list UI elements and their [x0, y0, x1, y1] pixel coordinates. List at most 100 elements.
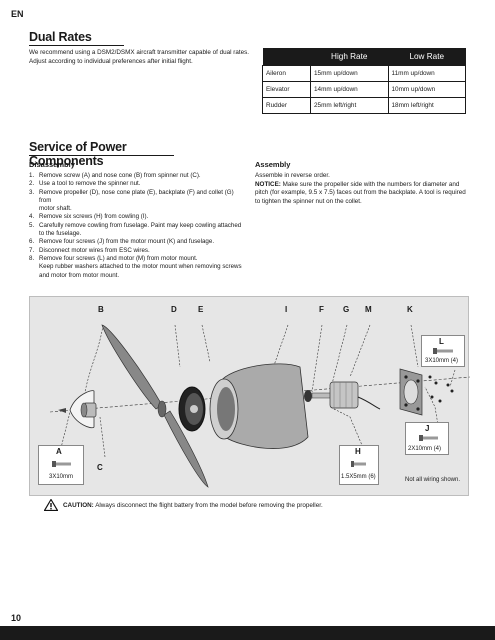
table-cell: Aileron [262, 64, 311, 82]
callout-j: J 2X10mm (4) [405, 422, 449, 455]
leader-d [174, 324, 181, 368]
table-header-row: High Rate Low Rate [262, 48, 466, 65]
callout-l-size: 3X10mm (4) [425, 358, 459, 364]
leader-l [449, 369, 456, 388]
dual-rates-heading: Dual Rates [29, 30, 129, 46]
callout-h-size: 1.5X5mm (6) [341, 474, 376, 480]
step-number: 4. [29, 213, 35, 221]
table-cell: Elevator [262, 80, 311, 98]
list-item: 8. Remove four screws (L) and motor (M) f… [29, 255, 243, 280]
step-text: Use a tool to remove the spinner nut. [39, 180, 141, 188]
table-header-blank [262, 48, 311, 65]
step-text-cont: motor shaft. [39, 205, 72, 213]
label-k: K [407, 305, 413, 314]
warning-triangle-icon [44, 499, 58, 511]
caution-content: CAUTION: Always disconnect the flight ba… [63, 502, 323, 509]
step-number: 8. [29, 254, 35, 262]
step-text: Disconnect motor wires from ESC wires. [39, 246, 150, 254]
leader-e [201, 324, 211, 363]
assembly-line: Assemble in reverse order. [255, 172, 330, 179]
list-item: 7. Disconnect motor wires from ESC wires. [29, 247, 243, 255]
leader-g [329, 324, 348, 393]
screw-icon [419, 435, 438, 441]
table-header-low-rate: Low Rate [388, 48, 466, 65]
screw-icon [351, 461, 366, 467]
screw-icon [433, 348, 453, 354]
table-cell: 14mm up/down [310, 80, 389, 98]
language-tag: EN [11, 9, 24, 19]
step-text: Remove six screws (H) from cowling (I). [39, 213, 149, 221]
label-j: J [425, 424, 430, 433]
dual-rates-table: High Rate Low Rate Aileron 15mm up/down … [262, 48, 466, 114]
cowling-part [209, 363, 309, 449]
label-a: A [56, 447, 62, 456]
step-number: 5. [29, 221, 35, 229]
leader-b [84, 324, 104, 393]
wiring-note: Not all wiring shown. [405, 477, 461, 483]
step-number: 7. [29, 246, 35, 254]
screws-part [428, 375, 454, 403]
dual-rates-title: Dual Rates [29, 30, 92, 44]
step-number: 3. [29, 188, 35, 196]
screw-icon [52, 461, 71, 467]
disassembly-heading: Disassembly [29, 160, 75, 169]
caution-text: Always disconnect the flight battery fro… [95, 501, 323, 509]
list-item: 5. Carefully remove cowling from fuselage… [29, 222, 243, 239]
page-number: 10 [11, 613, 22, 623]
label-g: G [343, 305, 350, 314]
motor-part [329, 381, 381, 410]
step-text-cont: Keep rubber washers attached to the moto… [39, 263, 242, 271]
heading-underline [29, 44, 124, 46]
list-item: 4. Remove six screws (H) from cowling (I)… [29, 213, 243, 221]
caution-label: CAUTION: [63, 501, 94, 509]
callout-l: L 3X10mm (4) [421, 335, 465, 367]
table-cell: Rudder [262, 96, 311, 114]
step-text-cont: to the fuselage. [39, 230, 82, 238]
table-cell: 18mm left/right [387, 96, 466, 114]
assembly-heading: Assembly [255, 160, 291, 169]
step-text: Remove four screws (L) and motor (M) fro… [39, 254, 198, 262]
step-number: 1. [29, 172, 35, 179]
table-cell: 11mm up/down [387, 64, 466, 82]
callout-a: A 3X10mm [38, 445, 84, 485]
collet-part [304, 390, 335, 402]
notice-text: Make sure the propeller side with the nu… [255, 180, 466, 205]
parts-illustration [49, 324, 470, 488]
footer-bar [0, 626, 495, 640]
service-heading: Service of Power Components [29, 140, 189, 168]
caution-line: CAUTION: Always disconnect the flight ba… [44, 499, 323, 511]
assembly-text: Assemble in reverse order. NOTICE: Make … [255, 172, 467, 206]
label-m: M [365, 305, 372, 314]
table-row: Aileron 15mm up/down 11mm up/down [262, 64, 466, 82]
spinner-nut-part [80, 402, 97, 418]
step-text: Carefully remove cowling from fuselage. … [39, 221, 242, 229]
label-b: B [98, 305, 104, 314]
leader-c [99, 416, 106, 458]
label-l: L [439, 337, 444, 346]
table-cell: 15mm up/down [310, 64, 389, 82]
table-header-high-rate: High Rate [310, 48, 388, 65]
dual-rates-text: We recommend using a DSM2/DSMX aircraft … [29, 49, 250, 65]
label-c: C [97, 463, 103, 472]
nose-cone-plate-part [178, 386, 206, 432]
step-number: 6. [29, 238, 35, 246]
step-number: 2. [29, 180, 35, 188]
step-text-cont: and motor from motor mount. [39, 271, 120, 279]
leader-h [329, 406, 368, 458]
callout-j-size: 2X10mm (4) [408, 446, 442, 452]
label-e: E [198, 305, 204, 314]
list-item: 3. Remove propeller (D), nose cone plate … [29, 189, 243, 214]
list-item: 2. Use a tool to remove the spinner nut. [29, 180, 243, 188]
step-text: Remove propeller (D), nose cone plate (E… [39, 188, 234, 204]
heading-underline [29, 154, 174, 156]
notice-paragraph: NOTICE: Make sure the propeller side wit… [255, 181, 467, 207]
leader-m [349, 324, 371, 378]
callout-h: H 1.5X5mm (6) [339, 445, 379, 485]
label-i: I [285, 305, 288, 314]
table-cell: 25mm left/right [310, 96, 389, 114]
callout-a-size: 3X10mm [49, 474, 74, 480]
label-h: H [355, 447, 361, 456]
list-item: 1.Remove screw (A) and nose cone (B) fro… [29, 172, 243, 180]
service-title: Service of Power Components [29, 140, 127, 168]
notice-label: NOTICE: [255, 180, 281, 188]
